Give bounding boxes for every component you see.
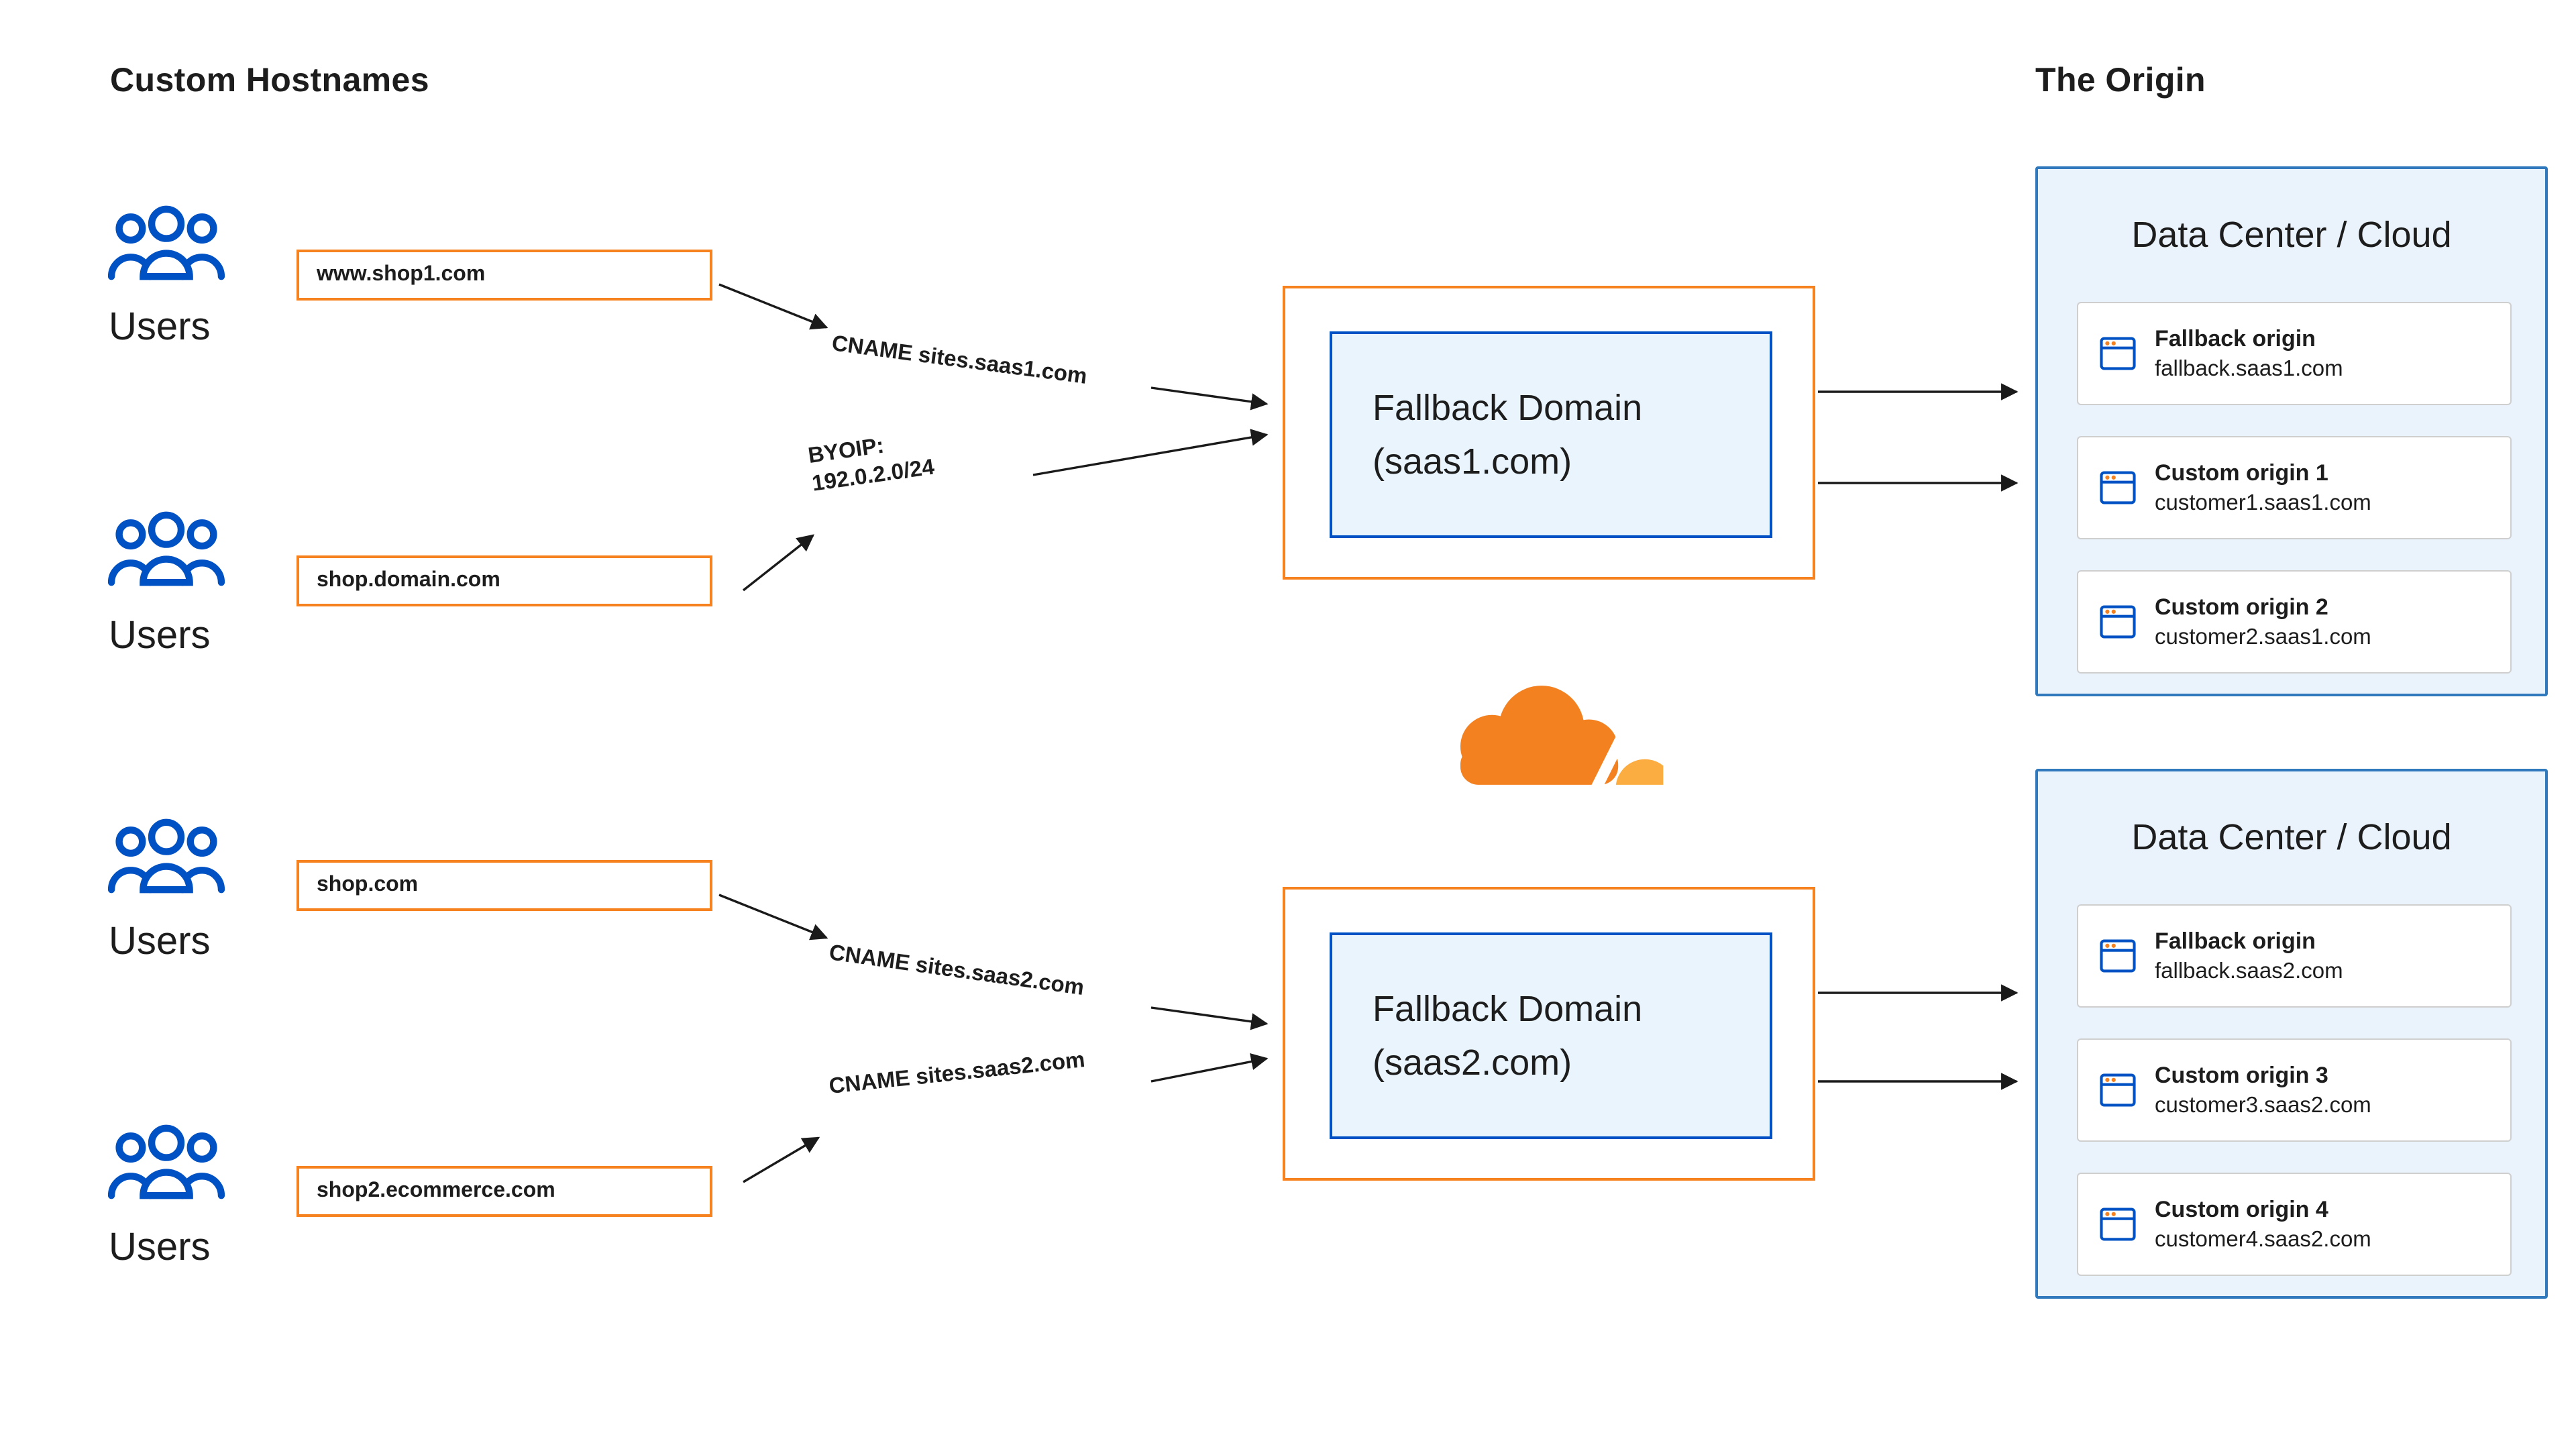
fallback-domain-inner: Fallback Domain (saas2.com) bbox=[1330, 932, 1772, 1139]
users-label: Users bbox=[109, 920, 211, 963]
fallback-domain-host: (saas1.com) bbox=[1373, 441, 1572, 482]
fallback-domain-box: Fallback Domain (saas1.com) bbox=[1283, 286, 1815, 580]
browser-window-icon bbox=[2100, 605, 2136, 639]
users-icon bbox=[107, 205, 225, 280]
custom-hostnames-title: Custom Hostnames bbox=[110, 62, 429, 99]
origin-host: customer3.saas2.com bbox=[2155, 1093, 2371, 1118]
origin-host: customer2.saas1.com bbox=[2155, 625, 2371, 649]
origin-name: Custom origin 4 bbox=[2155, 1197, 2328, 1222]
arrow-line bbox=[1032, 429, 1269, 476]
users-icon bbox=[107, 511, 225, 586]
origin-name: Fallback origin bbox=[2155, 326, 2316, 352]
hostname-box: www.shop1.com bbox=[297, 250, 712, 301]
route-label-cname-saas2-top: CNAME sites.saas2.com bbox=[827, 941, 1086, 1001]
hostname-label: shop.com bbox=[317, 873, 419, 896]
hostname-box: shop.com bbox=[297, 860, 712, 911]
hostname-label: shop2.ecommerce.com bbox=[317, 1179, 555, 1202]
origin-card: Custom origin 2 customer2.saas1.com bbox=[2077, 570, 2512, 674]
users-label: Users bbox=[109, 306, 211, 349]
origin-card: Custom origin 1 customer1.saas1.com bbox=[2077, 436, 2512, 539]
route-label-byoip: BYOIP: 192.0.2.0/24 bbox=[806, 426, 936, 499]
route-label-cname-saas1: CNAME sites.saas1.com bbox=[830, 331, 1089, 389]
arrow-line bbox=[718, 283, 828, 330]
browser-window-icon bbox=[2100, 1073, 2136, 1107]
origin-card: Custom origin 3 customer3.saas2.com bbox=[2077, 1038, 2512, 1142]
browser-window-icon bbox=[2100, 939, 2136, 973]
fallback-domain-name: Fallback Domain bbox=[1373, 989, 1643, 1029]
arrow-line bbox=[1150, 1053, 1269, 1083]
browser-window-icon bbox=[2100, 1208, 2136, 1241]
users-icon bbox=[107, 818, 225, 894]
fallback-domain-inner: Fallback Domain (saas1.com) bbox=[1330, 331, 1772, 538]
data-center-box: Data Center / Cloud Fallback origin fall… bbox=[2035, 769, 2548, 1299]
arrow-line bbox=[1150, 386, 1269, 411]
origin-name: Custom origin 3 bbox=[2155, 1063, 2328, 1088]
data-center-title: Data Center / Cloud bbox=[2131, 817, 2452, 857]
origin-host: fallback.saas2.com bbox=[2155, 959, 2343, 983]
users-label: Users bbox=[109, 1226, 211, 1269]
hostname-box: shop.domain.com bbox=[297, 555, 712, 606]
data-center-title: Data Center / Cloud bbox=[2131, 215, 2452, 255]
hostname-label: shop.domain.com bbox=[317, 569, 500, 592]
arrow-line bbox=[718, 894, 828, 941]
users-label: Users bbox=[109, 614, 211, 657]
fallback-domain-host: (saas2.com) bbox=[1373, 1042, 1572, 1083]
origin-card: Fallback origin fallback.saas1.com bbox=[2077, 302, 2512, 405]
arrow-line bbox=[743, 1136, 820, 1183]
arrow-line bbox=[1150, 1006, 1269, 1030]
data-center-box: Data Center / Cloud Fallback origin fall… bbox=[2035, 166, 2548, 696]
origin-name: Custom origin 1 bbox=[2155, 460, 2328, 486]
browser-window-icon bbox=[2100, 471, 2136, 504]
origin-host: customer4.saas2.com bbox=[2155, 1228, 2371, 1252]
users-icon bbox=[107, 1124, 225, 1199]
origin-name: Fallback origin bbox=[2155, 928, 2316, 954]
origin-card: Custom origin 4 customer4.saas2.com bbox=[2077, 1173, 2512, 1276]
origin-card: Fallback origin fallback.saas2.com bbox=[2077, 904, 2512, 1008]
hostname-box: shop2.ecommerce.com bbox=[297, 1166, 712, 1217]
origin-host: fallback.saas1.com bbox=[2155, 357, 2343, 381]
route-label-cname-saas2-bottom: CNAME sites.saas2.com bbox=[828, 1048, 1087, 1099]
cloudflare-logo-icon bbox=[1460, 686, 1664, 792]
origin-host: customer1.saas1.com bbox=[2155, 491, 2371, 515]
browser-window-icon bbox=[2100, 337, 2136, 370]
arrow-line bbox=[742, 534, 815, 592]
origin-name: Custom origin 2 bbox=[2155, 594, 2328, 620]
hostname-label: www.shop1.com bbox=[317, 263, 486, 286]
origin-title: The Origin bbox=[2035, 62, 2206, 99]
fallback-domain-name: Fallback Domain bbox=[1373, 388, 1643, 428]
fallback-domain-box: Fallback Domain (saas2.com) bbox=[1283, 887, 1815, 1181]
